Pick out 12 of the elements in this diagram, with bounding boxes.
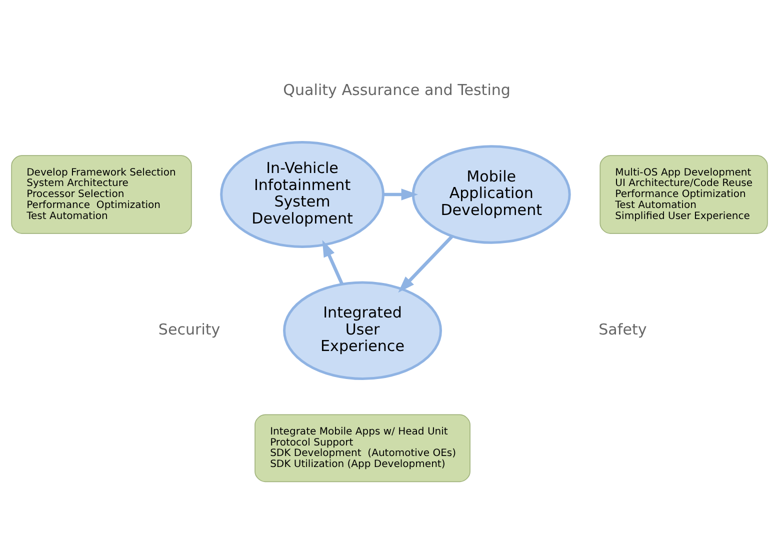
node-ellipse: In-Vehicle Infotainment System Development (220, 140, 384, 248)
node-ellipse: Integrated User Experience (283, 280, 442, 380)
label: Safety (598, 320, 647, 338)
node-box: Multi-OS App Development UI Architecture/Code Reuse Performance Optimization Test Automation Simplified User Experience (600, 154, 768, 234)
arrow (384, 188, 418, 200)
node-box: Integrate Mobile Apps w/ Head Unit Protocol Support SDK Development (Automotive OEs) SDK Utilization (App Development) (254, 414, 470, 482)
label: Security (158, 320, 220, 338)
node-box: Develop Framework Selection System Architecture Processor Selection Performance Optimization Test Automation (11, 154, 192, 234)
arrow (398, 234, 454, 292)
node-ellipse: Mobile Application Development (412, 144, 571, 244)
arrow (322, 240, 344, 284)
label: Quality Assurance and Testing (283, 80, 510, 99)
